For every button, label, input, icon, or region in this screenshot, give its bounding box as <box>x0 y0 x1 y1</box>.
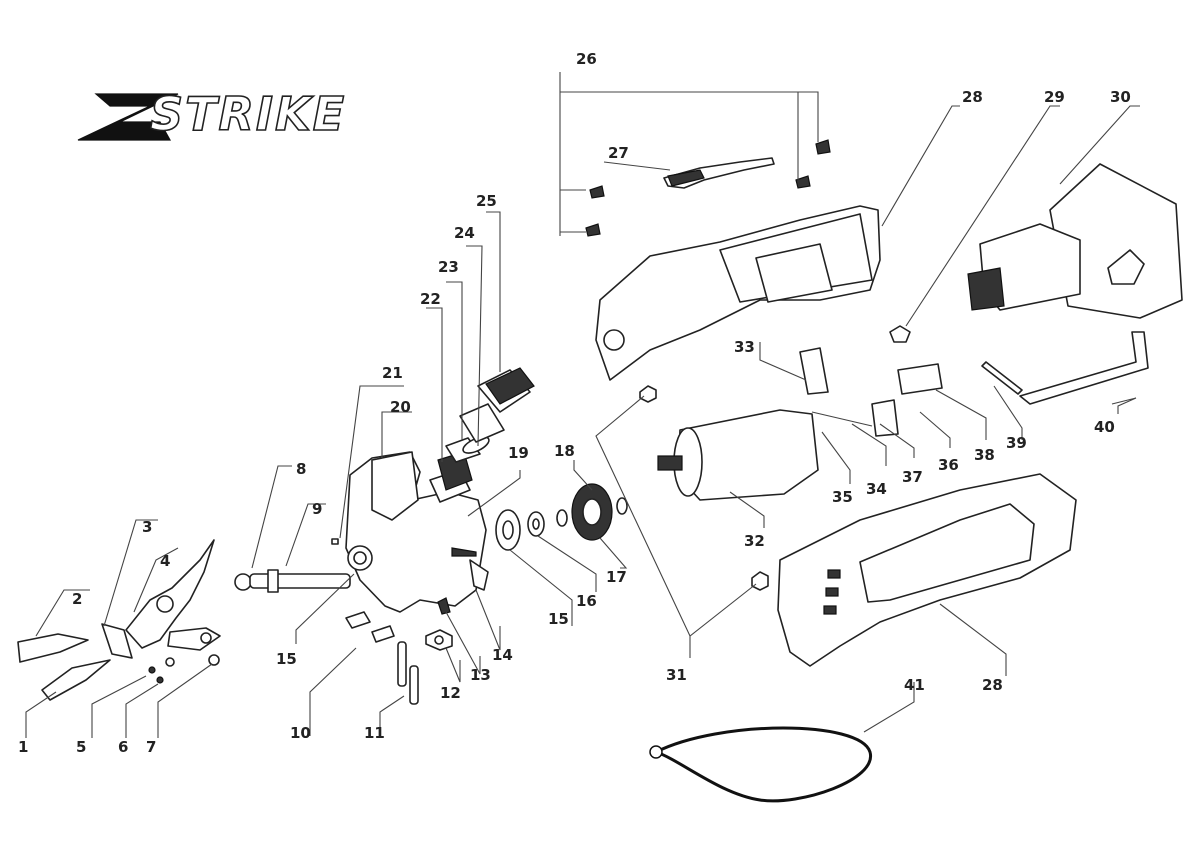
callout-40: 40 <box>1094 418 1115 436</box>
part-screw-13 <box>437 597 451 615</box>
part-blade-tip <box>17 633 111 701</box>
callout-27: 27 <box>608 144 629 162</box>
part-screws-10 <box>345 611 395 643</box>
callout-1: 1 <box>18 738 28 756</box>
part-collar-22 <box>429 451 473 503</box>
part-switch-34-37 <box>871 399 899 437</box>
callout-10: 10 <box>290 724 311 742</box>
callout-22: 22 <box>420 290 441 308</box>
callout-14: 14 <box>492 646 513 664</box>
part-blade-holder <box>125 539 221 684</box>
callout-2: 2 <box>72 590 82 608</box>
part-nut-31b <box>751 571 769 591</box>
callout-8: 8 <box>296 460 306 478</box>
callout-28a: 28 <box>962 88 983 106</box>
callout-11: 11 <box>364 724 385 742</box>
callout-39: 39 <box>1006 434 1027 452</box>
logo-text: STRIKE <box>150 87 346 141</box>
part-belt-clip-40 <box>1019 331 1149 405</box>
part-foam-33 <box>799 347 829 395</box>
callout-4: 4 <box>160 552 170 570</box>
part-pin-39 <box>981 361 1023 395</box>
callout-25: 25 <box>476 192 497 210</box>
part-key <box>331 538 339 545</box>
callout-34: 34 <box>866 480 887 498</box>
callout-15a: 15 <box>276 650 297 668</box>
callout-36: 36 <box>938 456 959 474</box>
callout-5: 5 <box>76 738 86 756</box>
callout-20: 20 <box>390 398 411 416</box>
part-screws-11 <box>397 641 419 705</box>
callout-32: 32 <box>744 532 765 550</box>
part-wires-35 <box>811 411 873 427</box>
callout-31: 31 <box>666 666 687 684</box>
part-upper-housing-28 <box>595 205 881 381</box>
callout-6: 6 <box>118 738 128 756</box>
part-nut-31a <box>639 385 657 403</box>
part-head-housing <box>345 451 489 613</box>
part-terminal-36-38 <box>897 363 943 395</box>
callout-15b: 15 <box>548 610 569 628</box>
callout-13: 13 <box>470 666 491 684</box>
callout-30: 30 <box>1110 88 1131 106</box>
callout-29: 29 <box>1044 88 1065 106</box>
callout-17: 17 <box>606 568 627 586</box>
part-screw-29 <box>889 325 911 343</box>
callout-26: 26 <box>576 50 597 68</box>
part-gear <box>571 483 613 541</box>
callout-9: 9 <box>312 500 322 518</box>
part-knob-25 <box>459 367 535 443</box>
part-washer <box>527 511 545 537</box>
strike-logo: STRIKE <box>77 86 346 142</box>
callout-24: 24 <box>454 224 475 242</box>
callout-33: 33 <box>734 338 755 356</box>
part-switch-slider-27 <box>663 157 775 189</box>
leader-lines <box>25 72 1140 738</box>
part-oring-24 <box>462 436 490 454</box>
part-blade-clip <box>101 623 133 659</box>
part-bearing <box>495 509 521 551</box>
part-circlips <box>556 497 628 527</box>
callout-23: 23 <box>438 258 459 276</box>
part-lanyard-41 <box>649 726 872 803</box>
callout-labels: 1 2 3 4 5 6 7 8 9 10 11 12 13 14 15 15 1… <box>18 50 1131 756</box>
callout-28b: 28 <box>982 676 1003 694</box>
part-eccentric-shaft <box>234 569 351 593</box>
callout-37: 37 <box>902 468 923 486</box>
part-nut-12 <box>425 629 453 651</box>
callout-21: 21 <box>382 364 403 382</box>
callout-18: 18 <box>554 442 575 460</box>
callout-16: 16 <box>576 592 597 610</box>
callout-19: 19 <box>508 444 529 462</box>
callout-3: 3 <box>142 518 152 536</box>
part-motor-32 <box>657 409 819 501</box>
part-screws-26 <box>585 139 831 237</box>
callout-41: 41 <box>904 676 925 694</box>
part-battery-30 <box>967 163 1183 319</box>
callout-7: 7 <box>146 738 156 756</box>
callout-35: 35 <box>832 488 853 506</box>
part-handle-housing-28 <box>777 473 1077 667</box>
callout-12: 12 <box>440 684 461 702</box>
callout-38: 38 <box>974 446 995 464</box>
